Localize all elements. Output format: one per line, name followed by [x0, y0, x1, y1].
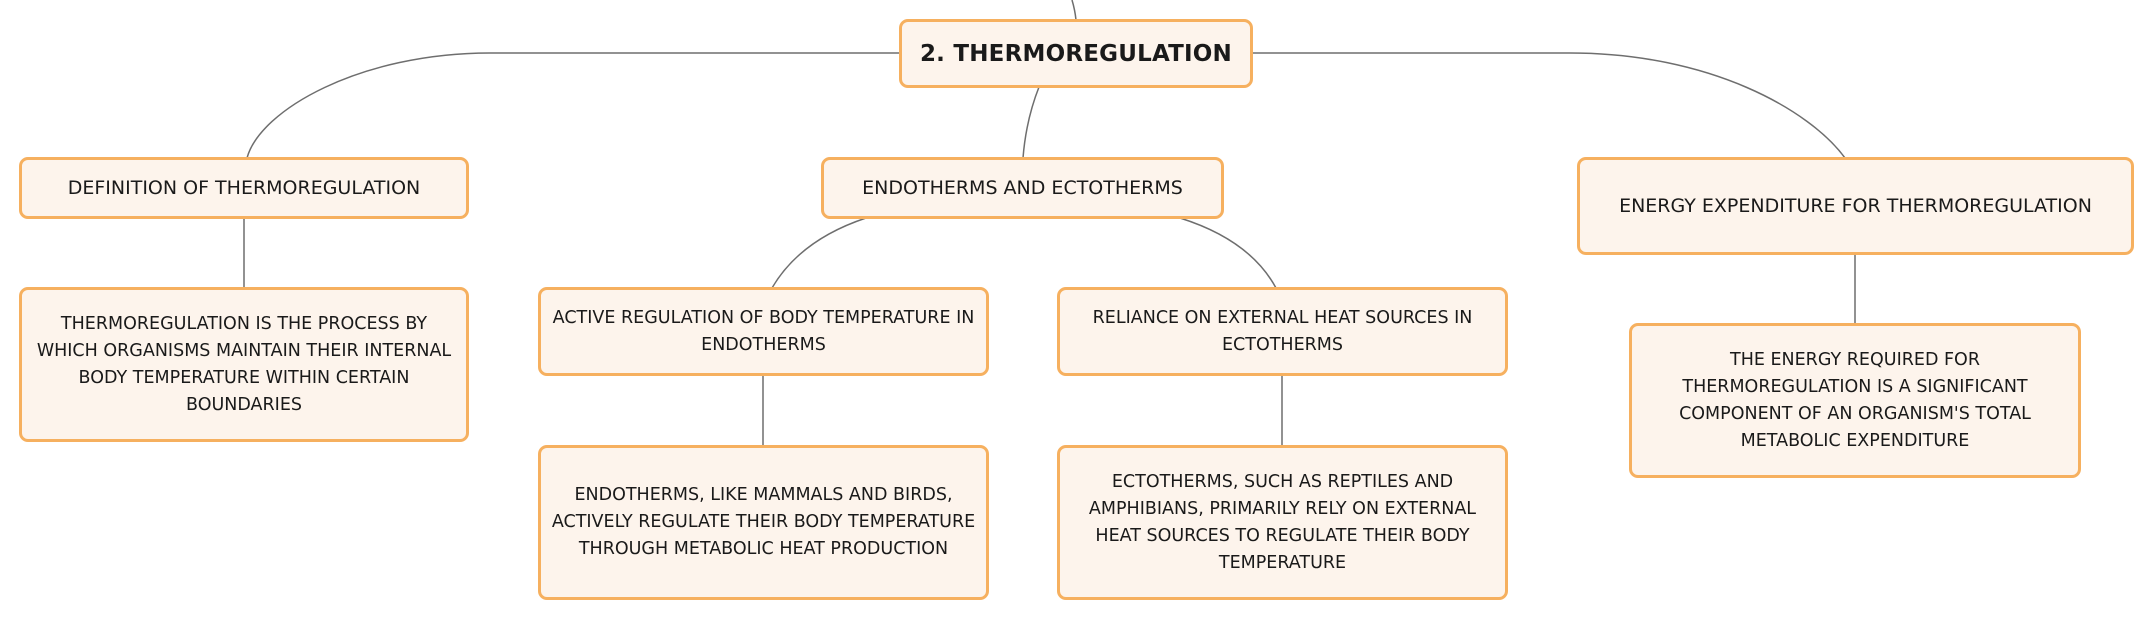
- topic-node-endo-ecto[interactable]: ENDOTHERMS AND ECTOTHERMS: [821, 157, 1224, 219]
- detail-node-endotherms[interactable]: ENDOTHERMS, LIKE MAMMALS AND BIRDS, ACTI…: [538, 445, 989, 600]
- topic-node-definition[interactable]: DEFINITION OF THERMOREGULATION: [19, 157, 469, 219]
- connector-root-to-endo-ecto: [1022, 86, 1040, 159]
- connector-parent-to-root: [1071, 0, 1077, 21]
- root-node[interactable]: 2. THERMOREGULATION: [899, 19, 1253, 88]
- detail-node-ectotherms[interactable]: ECTOTHERMS, SUCH AS REPTILES AND AMPHIBI…: [1057, 445, 1508, 600]
- subtopic-node-external-heat[interactable]: RELIANCE ON EXTERNAL HEAT SOURCES IN ECT…: [1057, 287, 1508, 376]
- topic-node-energy-expenditure[interactable]: ENERGY EXPENDITURE FOR THERMOREGULATION: [1577, 157, 2134, 255]
- detail-node-definition[interactable]: THERMOREGULATION IS THE PROCESS BY WHICH…: [19, 287, 469, 442]
- connector-root-to-definition: [246, 52, 900, 159]
- connector-endo-ecto-to-active: [771, 217, 867, 289]
- detail-node-energy[interactable]: THE ENERGY REQUIRED FOR THERMOREGULATION…: [1629, 323, 2081, 478]
- connector-root-to-energy: [1252, 52, 1846, 159]
- connector-endo-ecto-to-reliance: [1179, 217, 1277, 289]
- subtopic-node-active-regulation[interactable]: ACTIVE REGULATION OF BODY TEMPERATURE IN…: [538, 287, 989, 376]
